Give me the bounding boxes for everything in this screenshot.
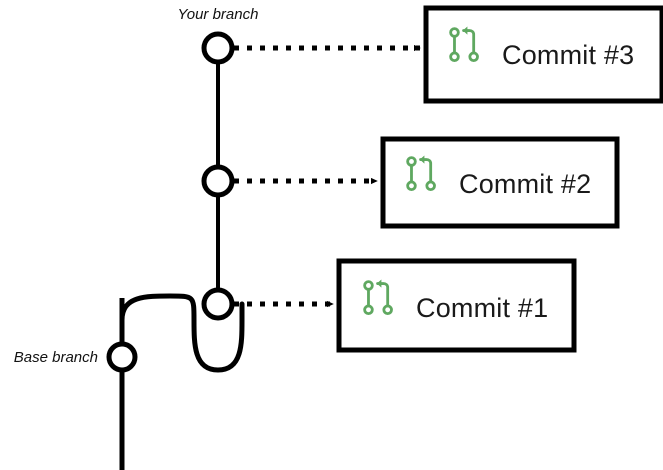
commit-box-2[interactable]: Commit #2 [380,136,620,229]
commit-nodes-group [106,31,235,373]
commit-box-3-label: Commit #3 [502,40,634,70]
commit-node-2[interactable] [201,164,235,198]
commit-box-2-label: Commit #2 [459,169,591,199]
connector-arrows-group [234,44,421,308]
commit-node-3[interactable] [201,31,235,65]
base-branch-label: Base branch [14,349,98,366]
your-branch-label: Your branch [178,6,259,23]
git-pull-request-icon [363,279,393,316]
commit-box-1-label: Commit #1 [416,293,548,323]
commit-box-1[interactable]: Commit #1 [336,258,577,353]
git-pull-request-icon [449,26,479,63]
commit-box-2-border [380,136,620,229]
commit-box-3-border [423,5,663,104]
commit-node-1[interactable] [201,287,235,321]
branch-fork-curve-group [119,293,245,373]
commit-box-3[interactable]: Commit #3 [423,5,663,104]
commit-box-1-border [336,258,577,353]
git-pull-request-icon [406,155,436,192]
base-branch-node[interactable] [106,341,138,373]
branch-fork-curve [119,293,245,373]
